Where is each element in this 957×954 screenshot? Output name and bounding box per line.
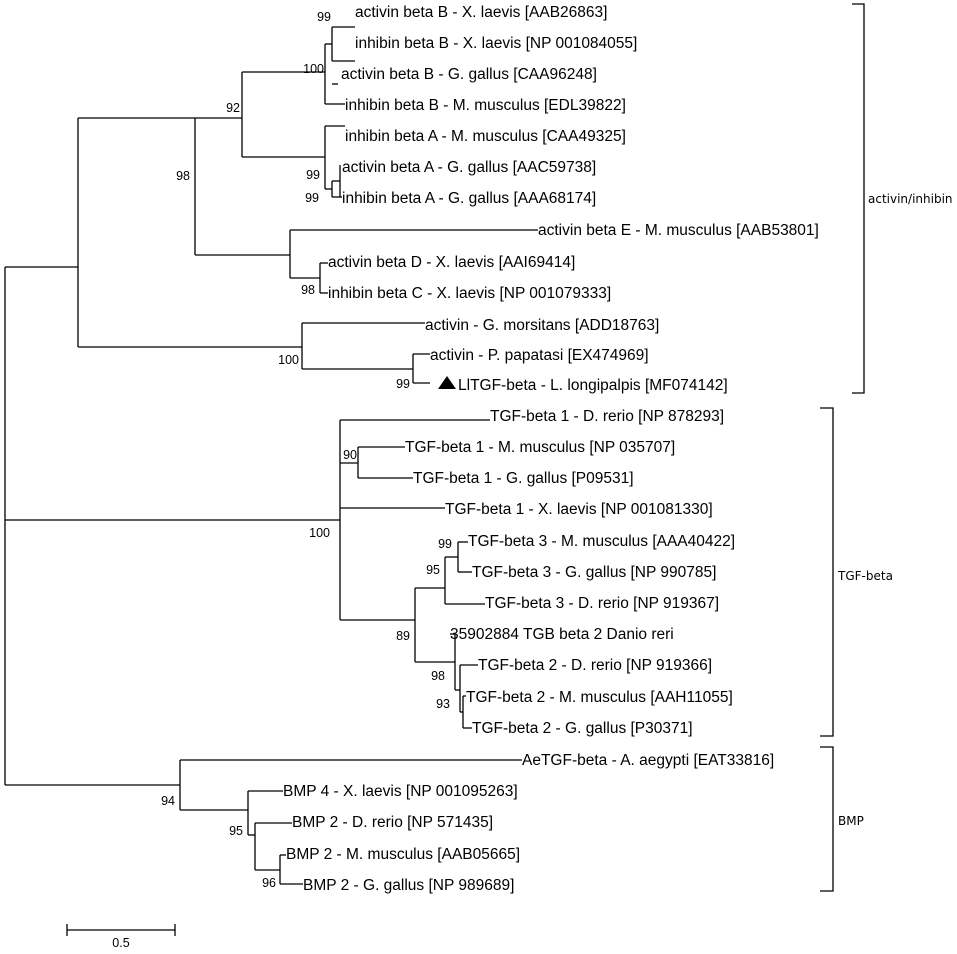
leaf-label: BMP 2 - D. rerio [NP 571435] [292,814,493,831]
bootstrap-value: 98 [301,283,315,297]
leaf-label: activin - P. papatasi [EX474969] [430,347,649,364]
leaf-label: TGF-beta 2 - M. musculus [AAH11055] [466,689,733,706]
leaf-label: activin beta A - G. gallus [AAC59738] [342,159,596,176]
bootstrap-value: 99 [305,191,319,205]
bootstrap-value: 99 [396,377,410,391]
leaf-label: BMP 2 - M. musculus [AAB05665] [286,846,520,863]
leaf-label: activin beta B - X. laevis [AAB26863] [355,4,607,21]
scale-bar-label: 0.5 [112,936,129,950]
bootstrap-value: 100 [278,353,299,367]
clade-brackets: activin/inhibin TGF-beta BMP [820,3,953,892]
leaf-label: 35902884 TGB beta 2 Danio reri [450,626,674,643]
bootstrap-value: 98 [176,169,190,183]
leaf-label: inhibin beta B - X. laevis [NP 001084055… [355,35,637,52]
leaf-label: TGF-beta 3 - M. musculus [AAA40422] [468,533,735,550]
bootstrap-value: 89 [396,629,410,643]
leaf-label: activin beta B - G. gallus [CAA96248] [341,66,597,83]
bootstrap-value: 96 [262,876,276,890]
leaf-label: AeTGF-beta - A. aegypti [EAT33816] [522,752,774,769]
leaf-label: activin beta D - X. laevis [AAI69414] [328,254,575,271]
leaf-label: TGF-beta 3 - D. rerio [NP 919367] [485,595,719,612]
leaf-label: inhibin beta B - M. musculus [EDL39822] [345,97,626,114]
clade-label-bmp: BMP [838,814,864,828]
leaf-label: TGF-beta 1 - D. rerio [NP 878293] [490,408,724,425]
bootstrap-value: 99 [317,10,331,24]
clade-label-activin-inhibin: activin/inhibin [868,192,953,206]
bootstrap-value: 100 [303,62,324,76]
bootstrap-value: 99 [306,168,320,182]
leaf-label: BMP 4 - X. laevis [NP 001095263] [283,783,518,800]
leaf-label: TGF-beta 1 - G. gallus [P09531] [413,470,634,487]
bootstrap-value: 93 [436,697,450,711]
scale-bar: 0.5 [66,924,176,950]
leaf-label: TGF-beta 2 - G. gallus [P30371] [472,720,693,737]
leaf-label: LlTGF-beta - L. longipalpis [MF074142] [458,377,728,394]
bootstrap-value: 99 [438,537,452,551]
clade-label-tgf-beta: TGF-beta [837,569,893,583]
leaf-label: inhibin beta A - M. musculus [CAA49325] [345,128,626,145]
bootstrap-value: 94 [161,794,175,808]
triangle-marker [438,376,456,389]
leaf-label: inhibin beta C - X. laevis [NP 001079333… [328,285,611,302]
bootstrap-values: 99 100 92 99 99 98 98 100 99 90 100 99 95 89 98 93 94 95 9… [161,10,452,890]
leaf-label: TGF-beta 3 - G. gallus [NP 990785] [472,564,716,581]
bootstrap-value: 98 [431,669,445,683]
bootstrap-value: 92 [226,101,240,115]
branches [4,26,538,885]
leaf-label: BMP 2 - G. gallus [NP 989689] [303,877,514,894]
leaf-label: inhibin beta A - G. gallus [AAA68174] [342,190,596,207]
bootstrap-value: 95 [426,563,440,577]
leaf-label: TGF-beta 2 - D. rerio [NP 919366] [478,657,712,674]
leaf-labels: activin beta B - X. laevis [AAB26863] inh… [283,4,819,894]
bracket-tgf-beta [820,407,834,737]
leaf-label: TGF-beta 1 - X. laevis [NP 001081330] [445,501,713,518]
bootstrap-value: 90 [343,448,357,462]
bootstrap-value: 95 [229,824,243,838]
bracket-activin-inhibin [852,3,865,394]
leaf-label: TGF-beta 1 - M. musculus [NP 035707] [405,439,675,456]
bootstrap-value: 100 [309,526,330,540]
leaf-label: activin beta E - M. musculus [AAB53801] [538,222,819,239]
leaf-label: activin - G. morsitans [ADD18763] [425,317,659,334]
bracket-bmp [820,746,834,892]
